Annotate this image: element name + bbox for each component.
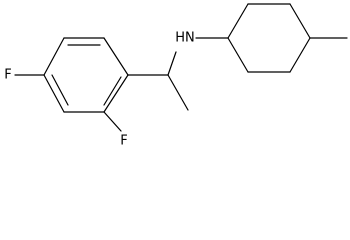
ring-bond xyxy=(103,37,129,76)
ring-bond xyxy=(103,74,129,113)
ring-double-bond xyxy=(103,76,122,106)
ring-bond xyxy=(289,37,311,73)
c-f-bond-ortho xyxy=(103,111,122,132)
ring-bond xyxy=(43,74,65,113)
ch-nh-bond xyxy=(167,51,177,76)
benzene-ring xyxy=(43,37,129,113)
ring-bond xyxy=(227,37,249,73)
ring-bond xyxy=(43,37,65,76)
chemical-structure-diagram: F F HN xyxy=(4,3,348,149)
amine-nh-label: HN xyxy=(175,31,195,46)
fluorine-atom-para: F xyxy=(4,68,11,83)
fluorine-atom-ortho: F xyxy=(120,134,127,149)
ring-bond xyxy=(289,3,311,39)
ring-double-bond xyxy=(51,74,69,106)
ch-methyl-bond xyxy=(167,74,189,111)
cyclohexane-ring xyxy=(227,3,311,73)
ring-bond xyxy=(227,3,249,39)
